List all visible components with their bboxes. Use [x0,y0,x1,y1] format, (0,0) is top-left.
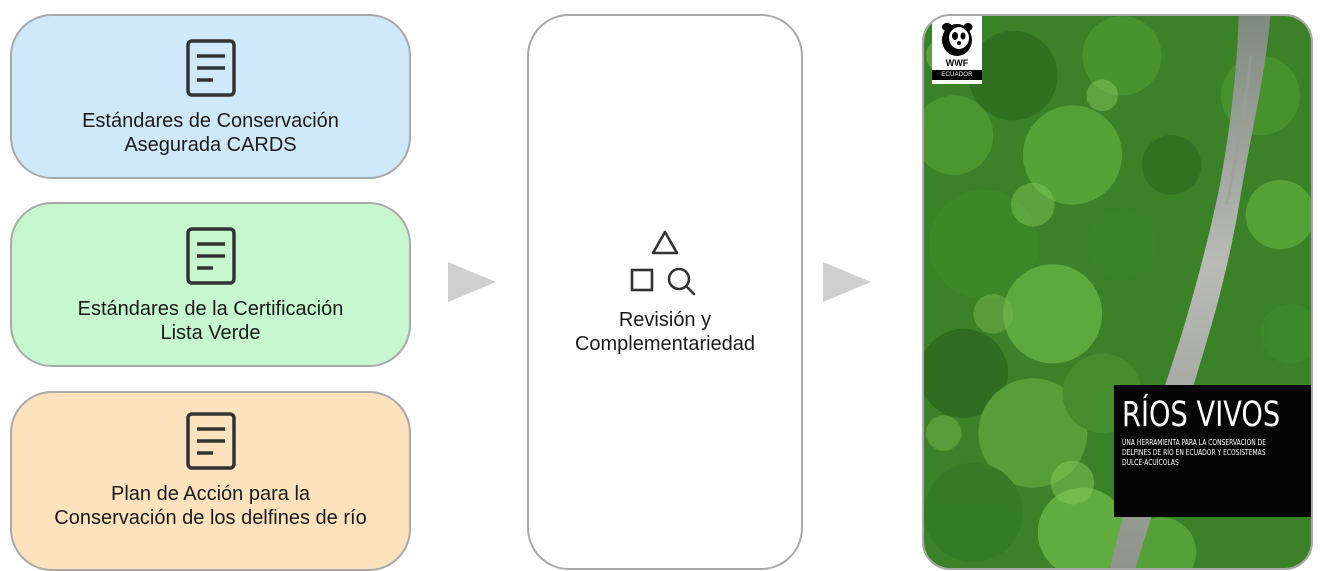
wwf-logo: WWF ECUADOR [932,16,982,84]
label-line: Revisión y [618,309,712,331]
review-process-card: Revisión y Complementariedad [527,14,803,570]
source-card-cards: Estándares de Conservación Asegurada CAR… [10,14,411,179]
document-icon [185,412,236,470]
document-icon [185,38,236,97]
wwf-logo-text: WWF [945,58,969,68]
source-card-label: Estándares de Conservación Asegurada CAR… [82,109,339,157]
review-label: Revisión y Complementariedad [575,308,755,356]
subtitle-line: UNA HERRAMIENTA PARA LA CONSERVACIÓN DE [1122,437,1267,447]
flow-arrow-right [448,262,496,302]
cover-subtitle: UNA HERRAMIENTA PARA LA CONSERVACIÓN DE … [1122,437,1267,467]
label-line: Estándares de la Certificación [77,297,344,320]
label-line: Plan de Acción para la [110,483,311,505]
source-card-plan-accion: Plan de Acción para la Conservación de l… [10,391,411,571]
publication-cover: WWF ECUADOR RÍOS VIVOS UNA HERRAMIENTA P… [922,14,1313,570]
label-line: Conservación de los delfines de río [54,507,367,529]
label-line: Estándares de Conservación [82,109,339,132]
source-card-lista-verde: Estándares de la Certificación Lista Ver… [10,202,411,367]
panda-icon [942,23,973,56]
subtitle-line: DELFINES DE RÍO EN ECUADOR Y ECOSISTEMAS [1122,447,1266,457]
label-line: Asegurada CARDS [124,133,297,156]
cover-title-box: RÍOS VIVOS UNA HERRAMIENTA PARA LA CONSE… [1114,385,1311,517]
shapes-search-icon [630,230,696,296]
wwf-country-label: ECUADOR [932,70,982,80]
label-line: Complementariedad [574,333,756,355]
source-card-label: Plan de Acción para la Conservación de l… [54,482,366,530]
cover-title: RÍOS VIVOS [1122,395,1281,435]
flow-arrow-right [823,262,871,302]
document-icon [185,226,236,285]
source-card-label: Estándares de la Certificación Lista Ver… [78,297,344,345]
label-line: Lista Verde [160,321,261,344]
subtitle-line: DULCE-ACUÍCOLAS [1122,457,1179,467]
